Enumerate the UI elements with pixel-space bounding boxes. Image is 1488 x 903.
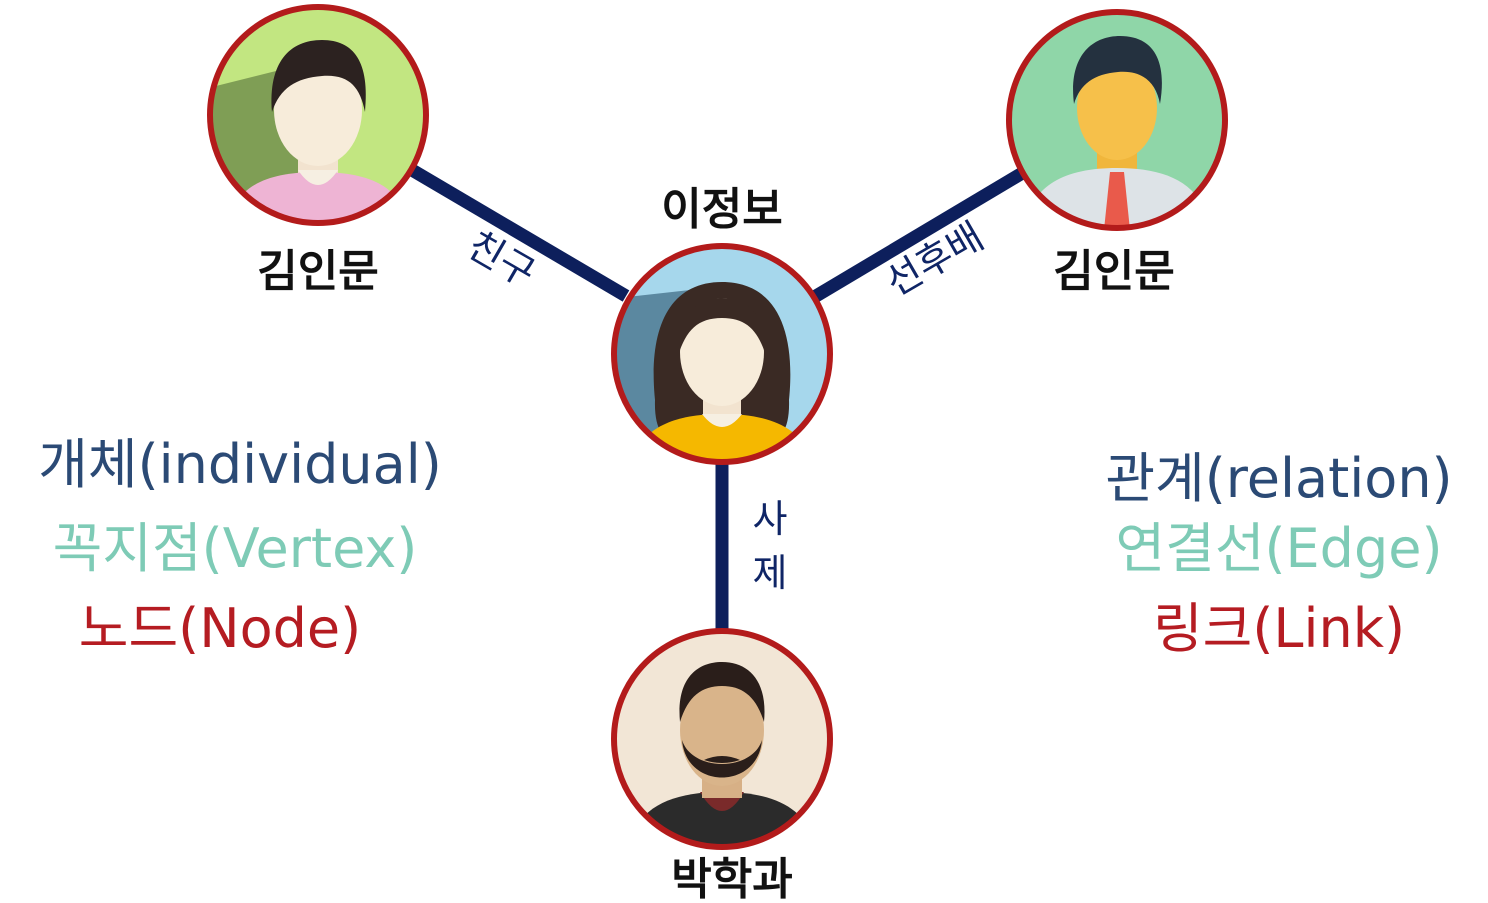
node-name-center: 이정보 (661, 184, 782, 235)
node-term-node: 노드(Node) (78, 597, 362, 660)
edge-senior-junior (812, 166, 1028, 302)
bearded-man-avatar-icon (614, 631, 830, 847)
node-name-top-right: 김인문 (1053, 246, 1174, 297)
node-top-right (1006, 9, 1228, 231)
edge-label-mentor-2: 제 (753, 551, 788, 595)
edge-term-edge: 연결선(Edge) (1115, 517, 1443, 580)
node-term-individual: 개체(individual) (38, 433, 442, 496)
young-man-avatar-icon (210, 7, 426, 223)
node-bottom (611, 628, 833, 850)
node-term-vertex: 꼭지점(Vertex) (52, 517, 418, 580)
node-top-left (207, 4, 429, 226)
edge-term-relation: 관계(relation) (1105, 447, 1453, 510)
edge-label-mentor-1: 사 (753, 497, 788, 541)
node-center (611, 243, 833, 465)
edge-term-link: 링크(Link) (1152, 597, 1406, 660)
node-name-top-left: 김인문 (257, 246, 378, 297)
businessman-avatar-icon (1009, 12, 1225, 228)
woman-avatar-icon (614, 246, 830, 462)
node-name-bottom: 박학과 (671, 854, 792, 903)
edge-friend (408, 164, 630, 302)
